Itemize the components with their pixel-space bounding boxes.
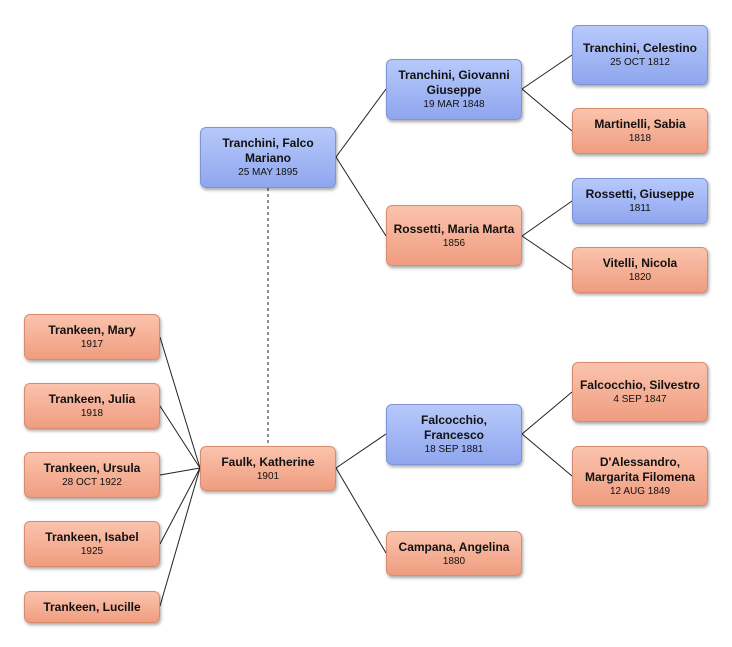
person-name: Falcocchio, Silvestro — [579, 378, 701, 392]
person-name: D'Alessandro, Margarita Filomena — [584, 454, 696, 484]
person-name: Tranchini, Celestino — [582, 41, 698, 55]
person-date: 1917 — [80, 339, 104, 350]
person-name: Trankeen, Julia — [48, 392, 136, 406]
person-name: Rossetti, Giuseppe — [585, 187, 695, 201]
person-card-isabel-trankeen[interactable]: Trankeen, Isabel 1925 — [24, 521, 160, 567]
person-date: 28 OCT 1922 — [62, 477, 122, 488]
person-card-mary-trankeen[interactable]: Trankeen, Mary 1917 — [24, 314, 160, 360]
child-link-line — [159, 467, 201, 476]
person-date: 25 MAY 1895 — [238, 167, 298, 178]
person-card-sabia-martinelli[interactable]: Martinelli, Sabia 1818 — [572, 108, 708, 154]
person-card-giovanni-tranchini[interactable]: Tranchini, Giovanni Giuseppe 19 MAR 1848 — [386, 59, 522, 120]
person-name: Vitelli, Nicola — [602, 256, 678, 270]
person-name: Trankeen, Lucille — [43, 599, 141, 614]
parent-link-line — [521, 54, 573, 90]
person-date: 25 OCT 1812 — [610, 57, 670, 68]
person-card-giuseppe-rossetti[interactable]: Rossetti, Giuseppe 1811 — [572, 178, 708, 224]
child-link-line — [159, 336, 201, 469]
parent-link-line — [521, 88, 573, 132]
person-card-nicola-vitelli[interactable]: Vitelli, Nicola 1820 — [572, 247, 708, 293]
person-name: Tranchini, Giovanni Giuseppe — [398, 68, 510, 97]
person-name: Tranchini, Falco Mariano — [222, 136, 314, 165]
person-card-falco-tranchini[interactable]: Tranchini, Falco Mariano 25 MAY 1895 — [200, 127, 336, 188]
person-card-julia-trankeen[interactable]: Trankeen, Julia 1918 — [24, 383, 160, 429]
person-card-katherine-faulk[interactable]: Faulk, Katherine 1901 — [200, 446, 336, 491]
person-name: Faulk, Katherine — [221, 454, 315, 469]
person-card-lucille-trankeen[interactable]: Trankeen, Lucille — [24, 591, 160, 623]
person-name: Trankeen, Ursula — [43, 461, 141, 475]
person-date: 1820 — [628, 272, 652, 283]
parent-link-line — [521, 391, 573, 435]
person-name: Trankeen, Isabel — [45, 530, 139, 544]
person-card-celestino-tranchini[interactable]: Tranchini, Celestino 25 OCT 1812 — [572, 25, 708, 85]
person-card-margarita-dalessandro[interactable]: D'Alessandro, Margarita Filomena 12 AUG … — [572, 446, 708, 506]
person-date: 1901 — [256, 470, 280, 482]
person-name: Martinelli, Sabia — [594, 117, 686, 131]
person-card-francesco-falcocchio[interactable]: Falcocchio, Francesco 18 SEP 1881 — [386, 404, 522, 465]
child-link-line — [159, 467, 201, 607]
person-card-ursula-trankeen[interactable]: Trankeen, Ursula 28 OCT 1922 — [24, 452, 160, 498]
person-date: 1856 — [442, 237, 466, 249]
person-card-silvestro-falcocchio[interactable]: Falcocchio, Silvestro 4 SEP 1847 — [572, 362, 708, 422]
parent-link-line — [521, 433, 573, 477]
parent-link-line — [335, 156, 387, 237]
person-date: 1818 — [628, 133, 652, 144]
person-name: Trankeen, Mary — [48, 323, 136, 337]
person-date: 4 SEP 1847 — [613, 394, 667, 405]
parent-link-line — [521, 235, 573, 271]
person-card-angelina-campana[interactable]: Campana, Angelina 1880 — [386, 531, 522, 576]
person-date: 1918 — [80, 408, 104, 419]
parent-link-line — [335, 433, 387, 469]
person-date: 1925 — [80, 546, 104, 557]
person-date: 1811 — [629, 203, 651, 214]
parent-link-line — [335, 467, 387, 554]
child-link-line — [159, 405, 201, 469]
parent-link-line — [335, 88, 387, 158]
person-name: Rossetti, Maria Marta — [393, 221, 515, 236]
parent-link-line — [521, 200, 573, 237]
person-card-maria-marta-rossetti[interactable]: Rossetti, Maria Marta 1856 — [386, 205, 522, 266]
person-name: Campana, Angelina — [398, 539, 510, 554]
child-link-line — [159, 467, 201, 545]
person-date: 12 AUG 1849 — [609, 485, 671, 497]
person-date: 19 MAR 1848 — [423, 99, 485, 110]
person-date: 18 SEP 1881 — [424, 444, 484, 455]
person-name: Falcocchio, Francesco — [420, 413, 488, 442]
person-date: 1880 — [442, 555, 466, 567]
